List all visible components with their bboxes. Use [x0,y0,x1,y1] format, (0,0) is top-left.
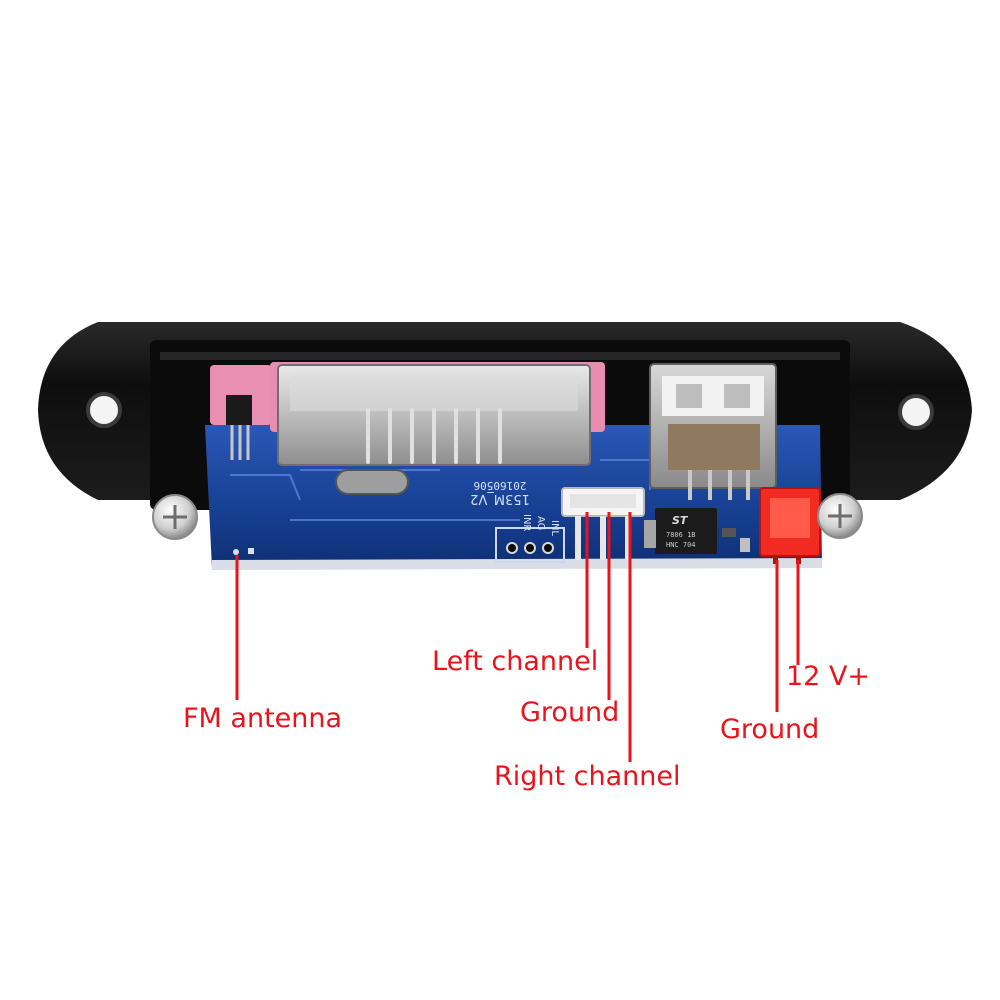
power-connector [759,487,821,564]
callout-ground-power: Ground [720,714,820,745]
ir-receiver [210,365,272,460]
led-display [270,362,605,466]
audio-connector [561,487,645,560]
callout-right-channel: Right channel [494,761,681,792]
mounting-hole-left [86,392,122,428]
callout-lines [235,512,800,762]
regulator-chip: ST 7806 1B HNC 704 [644,508,750,554]
pcb-date-text: 20160506 [474,479,527,492]
mounting-hole-right [898,394,934,430]
pin-label-inl: INL [549,520,560,536]
usb-port [649,363,777,500]
pin-label-inr: INR [521,514,532,531]
chip-line2-text: 7806 1B [666,531,696,539]
screw-left [152,494,198,540]
chip-line3-text: HNC 704 [666,541,696,549]
callout-power-positive: 12 V+ [786,661,871,692]
callout-left-channel: Left channel [432,646,599,677]
pin-label-ag: AG [535,516,546,530]
callout-ground-audio: Ground [520,697,620,728]
pcb-model-text: 153M_V2 [470,491,530,506]
crystal-oscillator [335,469,409,495]
audio-pin-header: INL AG INR [495,514,565,563]
callout-fm-antenna: FM antenna [183,703,343,734]
screw-right [817,493,863,539]
chip-brand-text: ST [672,514,689,527]
